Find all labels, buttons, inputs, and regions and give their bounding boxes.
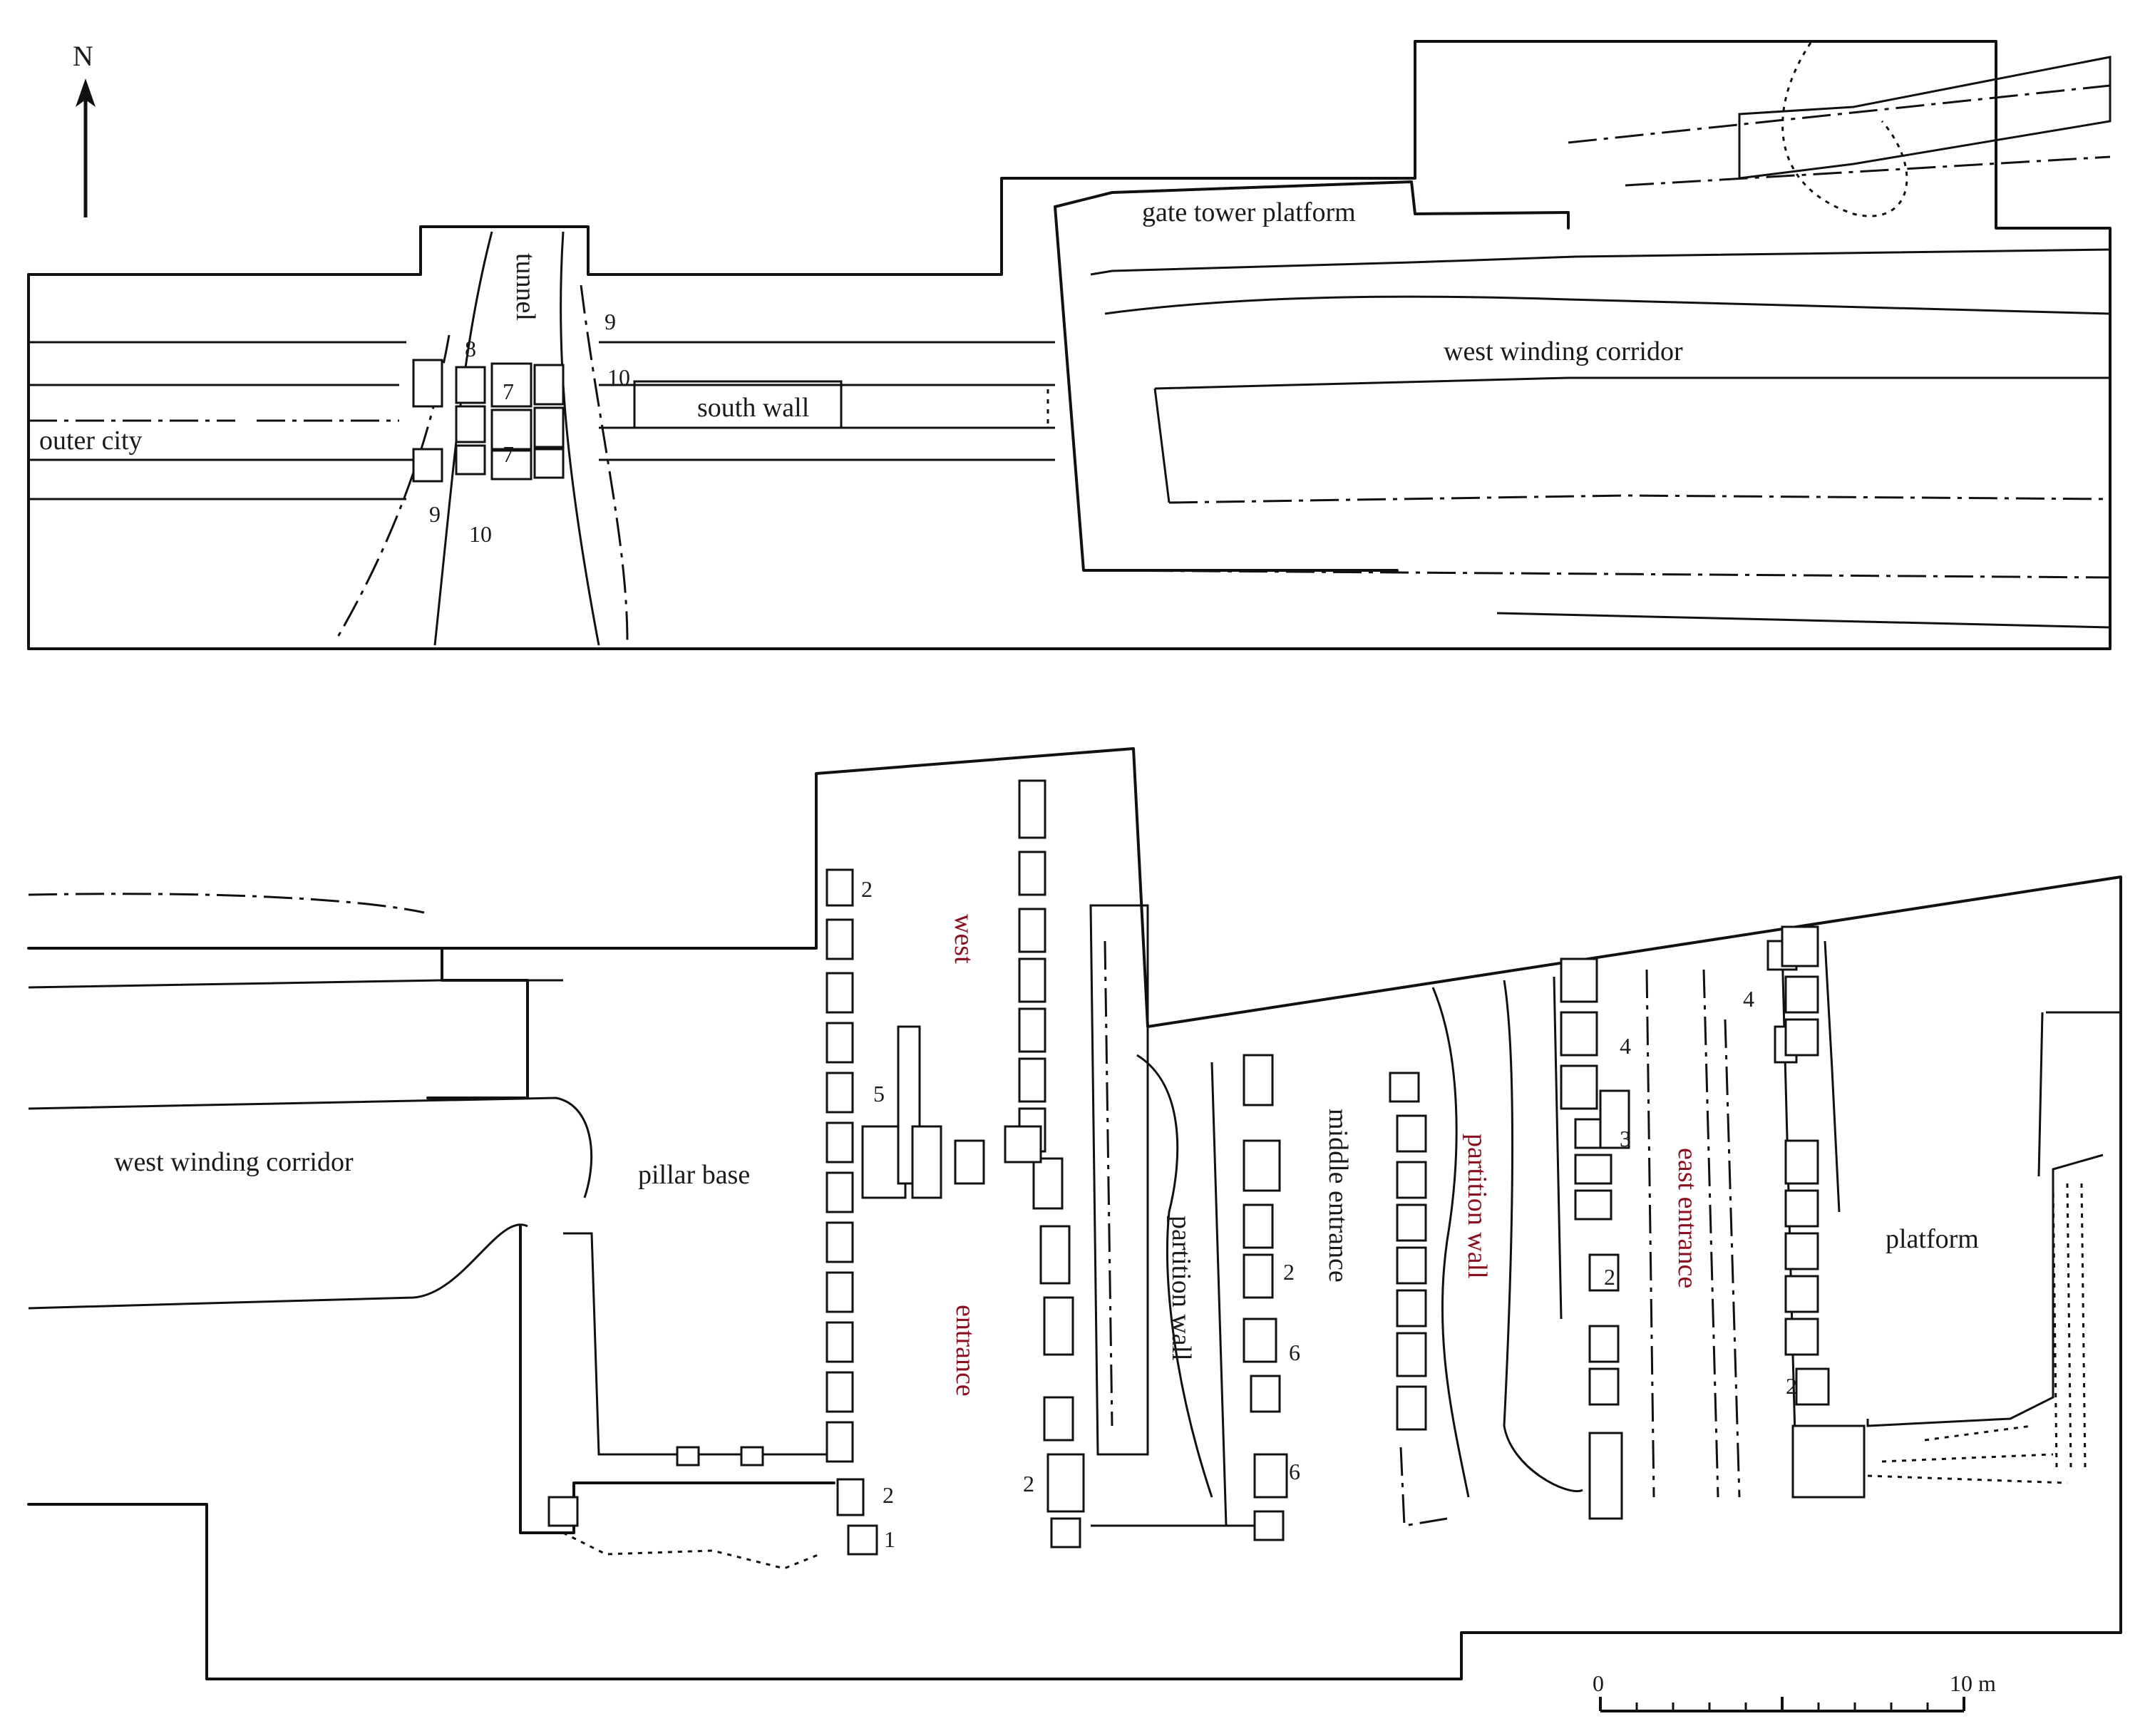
num-6-a: 6 — [1289, 1340, 1300, 1365]
num-10-top: 10 — [607, 364, 630, 390]
pillar-base-rubble — [547, 1446, 821, 1570]
label-outer-city: outer city — [39, 426, 143, 456]
label-west: west — [949, 914, 979, 964]
partition-wall-1-structure — [1004, 779, 1255, 1548]
middle-entrance-pillars — [1243, 1054, 1288, 1541]
north-arrow: N — [73, 40, 96, 217]
platform-structure — [1781, 925, 2121, 1499]
num-2-c: 2 — [883, 1482, 894, 1508]
scale-end: 10 m — [1950, 1670, 1996, 1696]
num-3: 3 — [1620, 1126, 1631, 1151]
label-partition-wall-2: partition wall — [1462, 1134, 1492, 1279]
num-7-a: 7 — [503, 379, 514, 404]
num-6-b: 6 — [1289, 1459, 1300, 1484]
scale-start: 0 — [1593, 1670, 1604, 1696]
label-east-entrance: east entrance — [1672, 1148, 1702, 1288]
num-2-g: 2 — [1786, 1373, 1797, 1399]
num-4-g: 4 — [1743, 986, 1754, 1012]
num-2-d: 2 — [1023, 1471, 1034, 1496]
bottom-plan: west winding corridor pillar base west e… — [27, 747, 2122, 1680]
label-gate-tower-platform: gate tower platform — [1142, 197, 1356, 227]
label-middle-entrance: middle entrance — [1323, 1109, 1353, 1283]
label-pillar-base: pillar base — [638, 1160, 750, 1190]
north-label: N — [73, 40, 93, 72]
top-plan: gate tower platform west winding corrido… — [27, 40, 2112, 650]
west-entrance-pillars — [825, 868, 985, 1556]
east-entrance-structure — [1645, 940, 1798, 1498]
num-5: 5 — [873, 1081, 885, 1106]
label-west-winding-corridor-bottom: west winding corridor — [114, 1147, 354, 1177]
num-2-e: 2 — [1283, 1259, 1295, 1285]
num-4-f: 4 — [1620, 1033, 1631, 1059]
label-entrance: entrance — [950, 1305, 980, 1397]
num-9-top: 9 — [605, 309, 616, 334]
partition-wall-2-structure — [1389, 957, 1630, 1527]
num-7-b: 7 — [503, 441, 514, 467]
label-platform: platform — [1886, 1224, 1979, 1254]
num-2-f: 2 — [1604, 1264, 1615, 1290]
num-9-bottom: 9 — [429, 501, 441, 527]
scale-bar: 0 10 m — [1593, 1670, 1996, 1712]
num-1: 1 — [884, 1526, 895, 1552]
label-west-winding-corridor-top: west winding corridor — [1444, 337, 1683, 366]
num-8: 8 — [465, 336, 476, 361]
tunnel-gate-blocks — [412, 359, 565, 483]
label-south-wall: south wall — [697, 393, 809, 423]
label-tunnel: tunnel — [510, 253, 540, 321]
num-2-a: 2 — [861, 876, 873, 902]
num-10-bottom: 10 — [469, 521, 492, 547]
label-partition-wall-1: partition wall — [1166, 1216, 1196, 1361]
